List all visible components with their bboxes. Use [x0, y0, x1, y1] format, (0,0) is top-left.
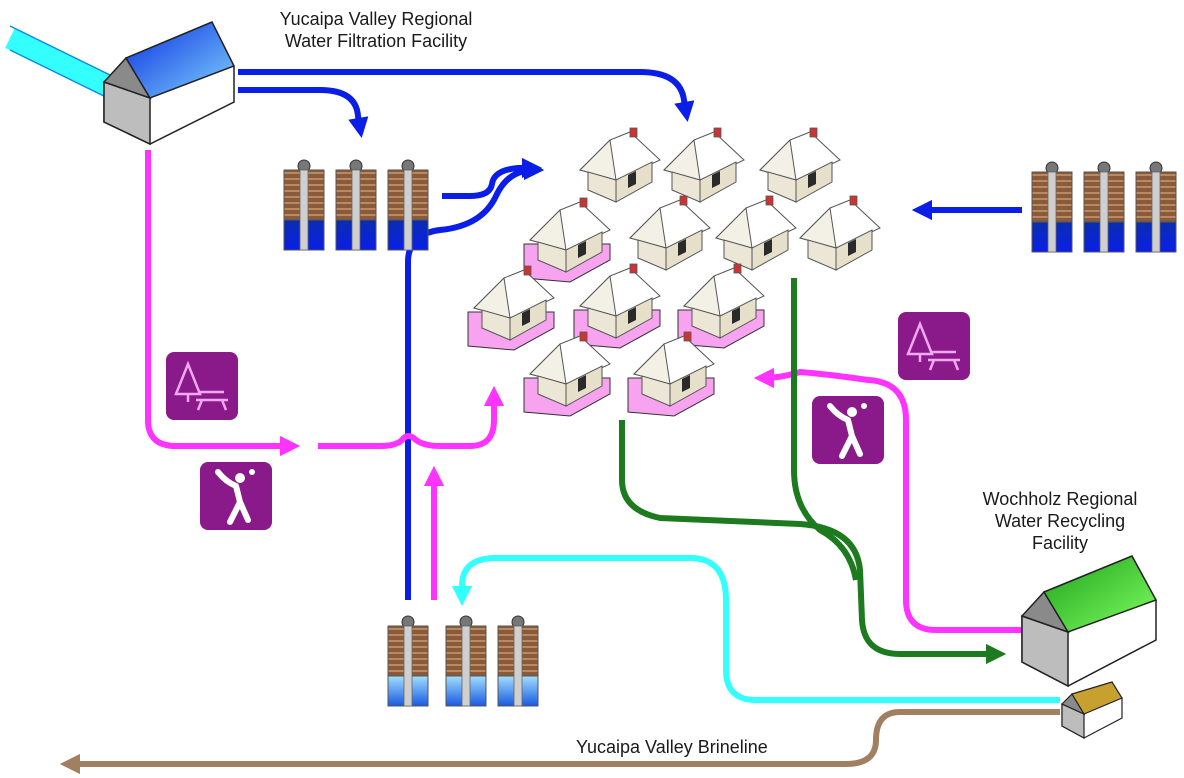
recycling-label-line3: Facility: [1031, 533, 1088, 553]
brineline-label: Yucaipa Valley Brineline: [576, 737, 768, 757]
park-icon: [898, 312, 970, 380]
recycling-facility-label: Wochholz Regional Water Recycling Facili…: [956, 488, 1164, 554]
incoming-water-pipe: [5, 28, 117, 98]
wastewater-pipe-west: [619, 420, 1007, 665]
filtration-label-line2: Water Filtration Facility: [284, 31, 468, 51]
golf-icon: [200, 462, 272, 530]
recycling-label-line1: Wochholz Regional: [982, 489, 1138, 509]
brineline-pipe: [59, 709, 1060, 775]
well-pipe-to-homes: [442, 157, 543, 199]
recycled-pipe-to-homes: [318, 385, 505, 449]
wastewater-pipe-east: [791, 278, 859, 581]
filtration-facility-label: Yucaipa Valley Regional Water Filtration…: [226, 8, 526, 52]
potable-pipe-to-wells: [238, 87, 369, 139]
filtration-label-line1: Yucaipa Valley Regional: [279, 9, 473, 29]
potable-pipe-to-homes: [238, 69, 695, 123]
north-well-group: [283, 159, 429, 251]
recycling-facility: [1020, 555, 1158, 740]
east-well-group: [1031, 161, 1177, 253]
south-well-group: [387, 615, 539, 707]
golf-icon: [812, 396, 884, 464]
recycled-pipe-west: [145, 150, 301, 457]
recharge-pipe-to-wells: [451, 555, 1060, 703]
filtration-facility: [102, 21, 236, 146]
park-icon: [166, 352, 238, 420]
recycling-label-line2: Water Recycling: [994, 511, 1126, 531]
